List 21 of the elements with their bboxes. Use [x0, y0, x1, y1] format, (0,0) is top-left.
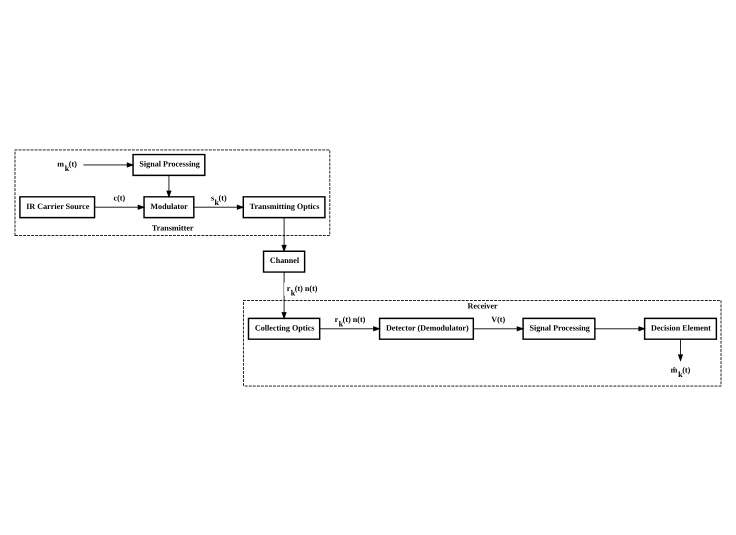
node-box: Transmitting Optics [242, 196, 326, 218]
arrow [94, 204, 146, 210]
node-box: Decision Element [644, 317, 718, 340]
arrow [281, 271, 287, 320]
edge-label: c(t) [114, 193, 126, 202]
node-box: Detector (Demodulator) [378, 317, 474, 340]
arrow [319, 326, 381, 331]
arrow [678, 338, 684, 362]
node-box: Signal Processing [132, 153, 206, 176]
arrow [594, 326, 646, 331]
edge-label: V(t) [491, 314, 506, 324]
arrow [166, 174, 172, 198]
node-box: Signal Processing [522, 317, 596, 340]
node-box: Modulator [143, 196, 195, 218]
node-box: Collecting Optics [248, 317, 320, 340]
node-box: Channel [262, 250, 306, 272]
node-box: IR Carrier Source [19, 196, 96, 218]
arrow [281, 216, 287, 252]
arrow [82, 162, 134, 168]
arrow [472, 326, 524, 331]
arrow [193, 204, 244, 210]
